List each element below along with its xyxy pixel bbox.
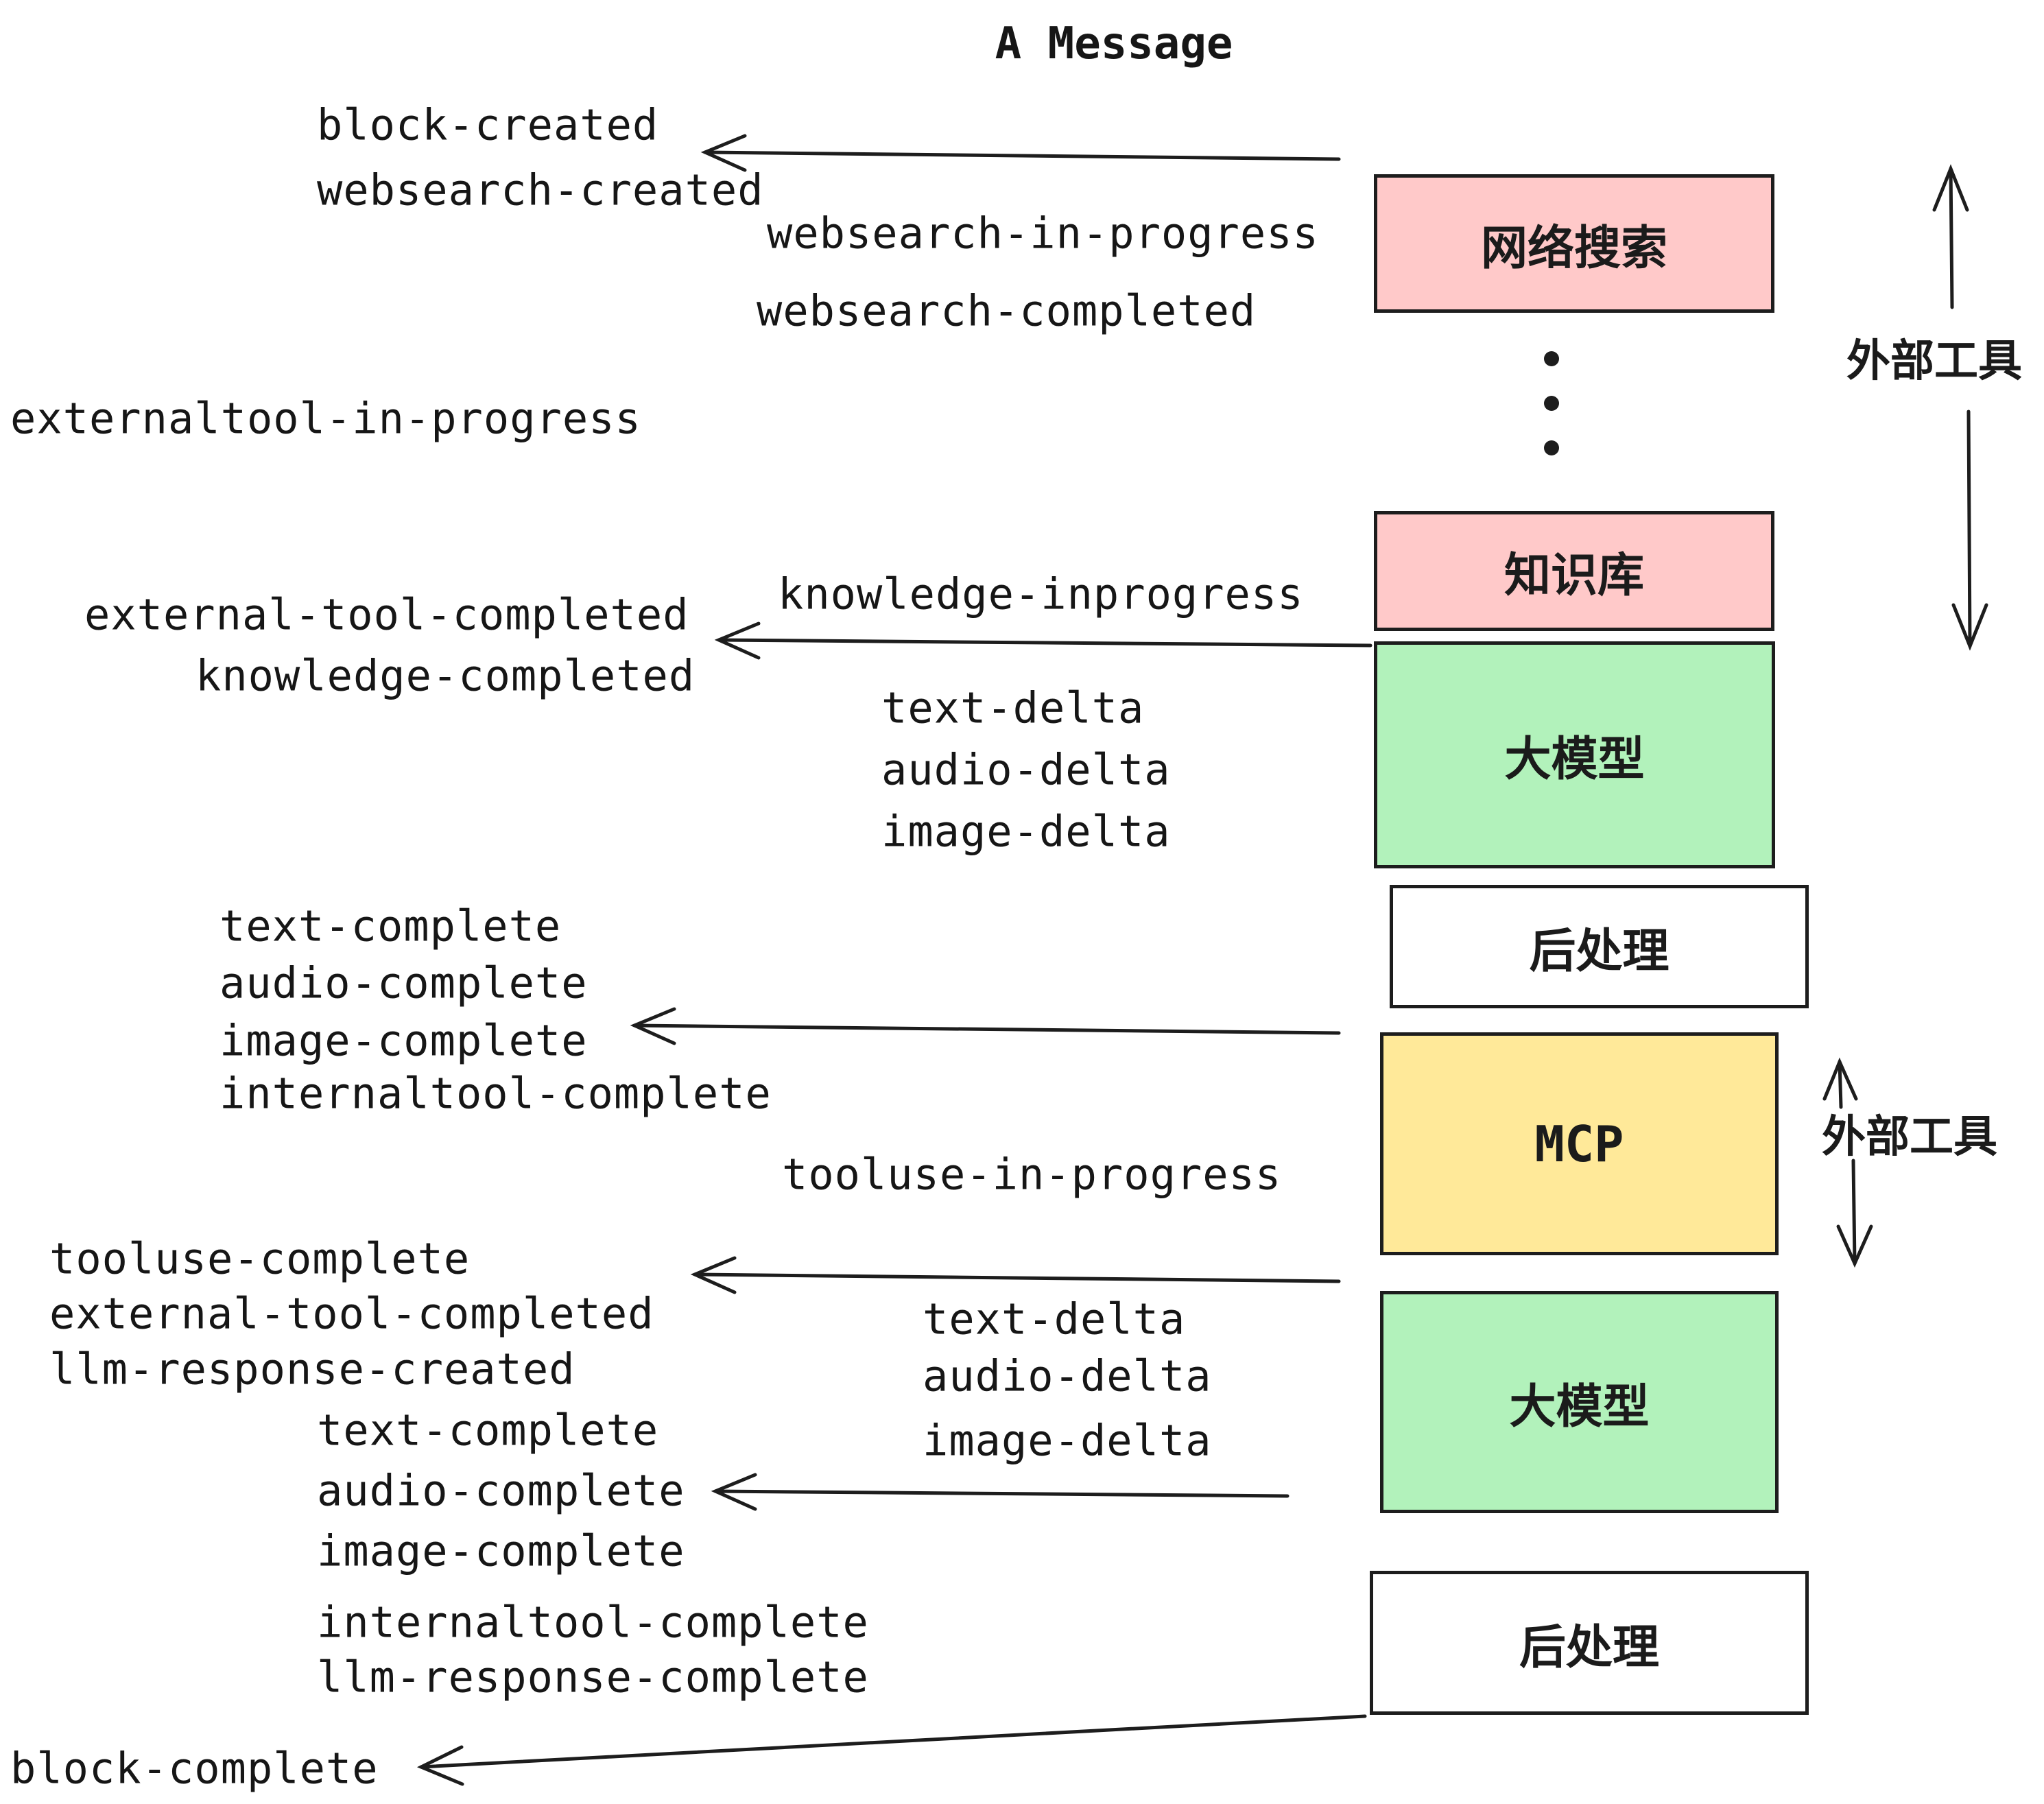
event-block-created: block-created — [317, 99, 659, 150]
node-mcp-label: MCP — [1534, 1115, 1624, 1173]
node-knowledge-label: 知识库 — [1504, 549, 1644, 602]
node-postprocess-2-label: 后处理 — [1519, 1621, 1659, 1674]
event-text-delta-2: text-delta — [923, 1294, 1186, 1344]
event-externaltool-in-progress: externaltool-in-progress — [10, 393, 641, 444]
diagram-title: A Message — [995, 19, 1233, 69]
node-postprocess-1: 后处理 — [1390, 885, 1809, 1008]
event-text-complete-2: text-complete — [317, 1405, 659, 1456]
event-image-delta-2: image-delta — [923, 1415, 1212, 1466]
event-internaltool-complete-1: internaltool-complete — [219, 1068, 772, 1119]
node-websearch: 网络搜索 — [1374, 174, 1774, 313]
node-llm-1: 大模型 — [1374, 641, 1775, 868]
event-websearch-in-progress: websearch-in-progress — [767, 208, 1319, 259]
event-text-delta-1: text-delta — [881, 683, 1145, 733]
arrow-llm-complete — [711, 1473, 1290, 1511]
node-llm-2: 大模型 — [1380, 1291, 1779, 1513]
arrow-knowledge-completed — [714, 621, 1372, 660]
arrow-tooluse-complete — [690, 1256, 1341, 1294]
arrow-websearch-created — [700, 134, 1341, 172]
event-internaltool-complete-2: internaltool-complete — [317, 1597, 869, 1648]
event-external-tool-completed-1: external-tool-completed — [84, 589, 689, 640]
mcp-external-tools-up-arrow — [1822, 1057, 1858, 1109]
ellipsis-dot-2 — [1544, 396, 1559, 411]
external-tools-label-mcp: 外部工具 — [1822, 1112, 1997, 1161]
node-postprocess-2: 后处理 — [1370, 1571, 1809, 1715]
event-tooluse-complete: tooluse-complete — [49, 1233, 471, 1284]
arrow-internal-complete — [630, 1007, 1341, 1045]
external-tools-down-arrow — [1951, 410, 1988, 651]
event-websearch-completed: websearch-completed — [757, 285, 1257, 336]
node-websearch-label: 网络搜索 — [1480, 222, 1667, 274]
ellipsis-dot-3 — [1544, 440, 1559, 455]
external-tools-up-arrow — [1932, 164, 1969, 309]
node-llm-2-label: 大模型 — [1509, 1380, 1650, 1433]
node-llm-1-label: 大模型 — [1504, 733, 1645, 785]
node-postprocess-1-label: 后处理 — [1529, 925, 1669, 977]
event-llm-response-complete: llm-response-complete — [317, 1652, 869, 1702]
event-text-complete-1: text-complete — [219, 901, 562, 951]
event-block-complete: block-complete — [10, 1743, 379, 1794]
event-audio-complete-2: audio-complete — [317, 1465, 685, 1516]
event-knowledge-completed: knowledge-completed — [195, 650, 696, 701]
event-audio-delta-1: audio-delta — [881, 744, 1171, 795]
event-audio-delta-2: audio-delta — [923, 1351, 1212, 1401]
external-tools-label-top: 外部工具 — [1846, 336, 2022, 385]
arrow-block-complete — [416, 1714, 1367, 1786]
event-llm-response-created: llm-response-created — [49, 1344, 575, 1394]
event-image-complete-1: image-complete — [219, 1015, 588, 1066]
event-knowledge-inprogress: knowledge-inprogress — [778, 569, 1304, 619]
mcp-external-tools-down-arrow — [1836, 1159, 1873, 1268]
event-image-delta-1: image-delta — [881, 806, 1171, 857]
event-external-tool-completed-2: external-tool-completed — [49, 1288, 654, 1339]
event-websearch-created: websearch-created — [317, 165, 764, 215]
event-tooluse-in-progress: tooluse-in-progress — [782, 1149, 1282, 1200]
ellipsis-dot-1 — [1544, 351, 1559, 366]
event-audio-complete-1: audio-complete — [219, 958, 588, 1008]
event-image-complete-2: image-complete — [317, 1526, 685, 1576]
node-mcp: MCP — [1380, 1032, 1779, 1255]
node-knowledge: 知识库 — [1374, 511, 1774, 631]
